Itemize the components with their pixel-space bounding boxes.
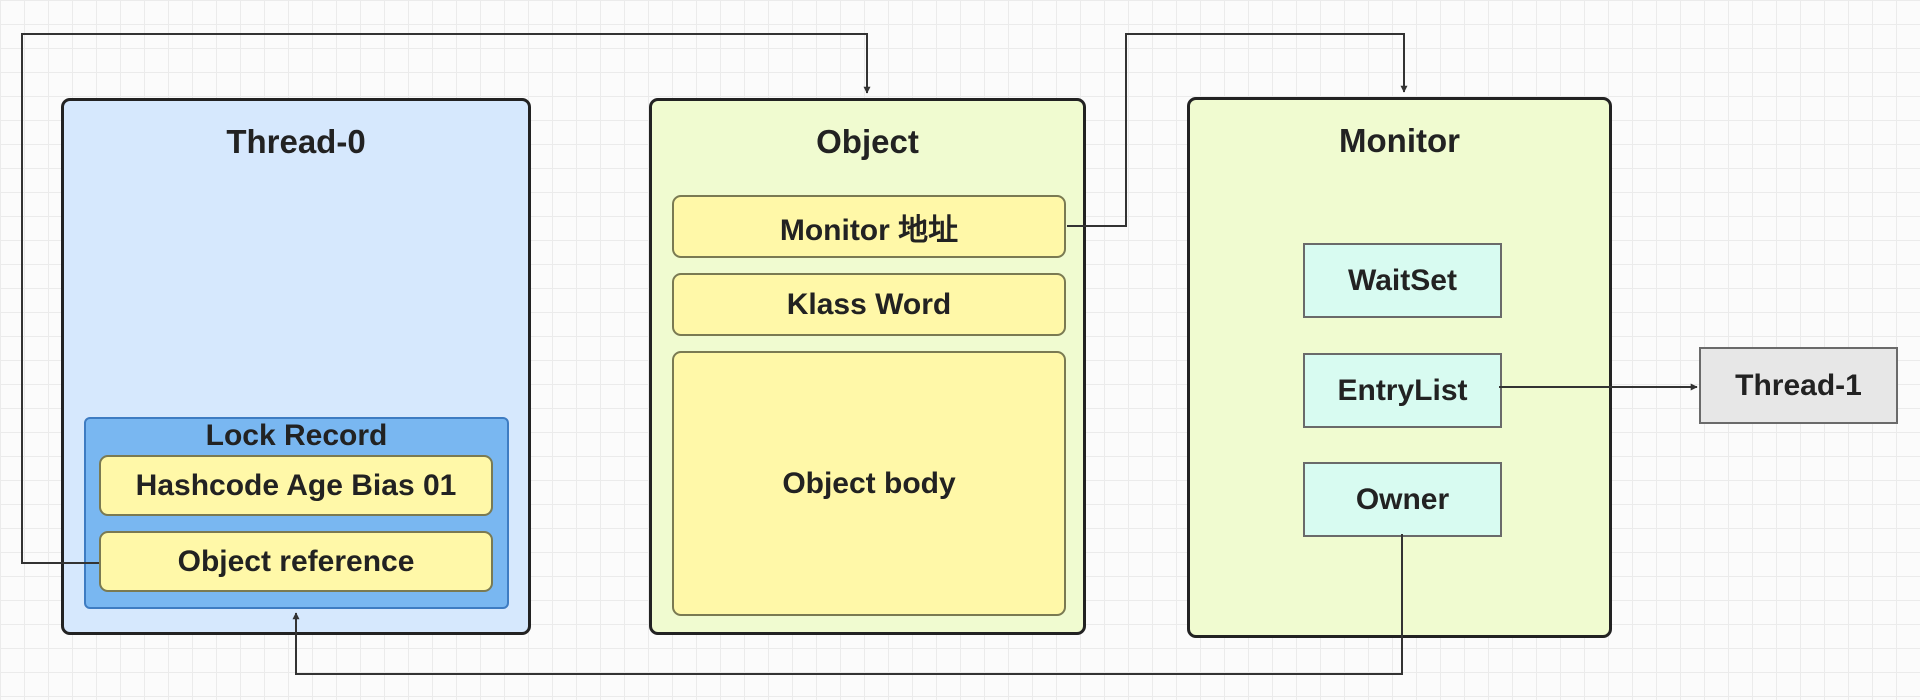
thread-0-panel: Thread-0 Lock Record Hashcode Age Bias 0… (61, 98, 531, 635)
monitor-panel: Monitor WaitSet EntryList Owner (1187, 97, 1612, 638)
object-title: Object (816, 123, 919, 160)
monitor-title: Monitor (1339, 122, 1460, 159)
thread-1-box: Thread-1 (1699, 347, 1898, 424)
lock-record: Lock Record Hashcode Age Bias 01 Object … (84, 417, 509, 609)
waitset-slot: WaitSet (1303, 243, 1502, 318)
entrylist-slot: EntryList (1303, 353, 1502, 428)
hashcode-age-bias-field: Hashcode Age Bias 01 (99, 455, 493, 516)
owner-slot: Owner (1303, 462, 1502, 537)
object-body-field: Object body (672, 351, 1066, 616)
owner-arrow (292, 534, 1403, 675)
object-reference-arrow (21, 33, 871, 564)
klass-word-field: Klass Word (672, 273, 1066, 336)
monitor-address-field: Monitor 地址 (672, 195, 1066, 258)
thread-0-title: Thread-0 (226, 123, 366, 160)
lock-record-title: Lock Record (205, 419, 388, 452)
object-panel: Object Monitor 地址 Klass Word Object body (649, 98, 1086, 635)
object-reference-field: Object reference (99, 531, 493, 592)
monitor-address-arrow (1067, 33, 1408, 227)
